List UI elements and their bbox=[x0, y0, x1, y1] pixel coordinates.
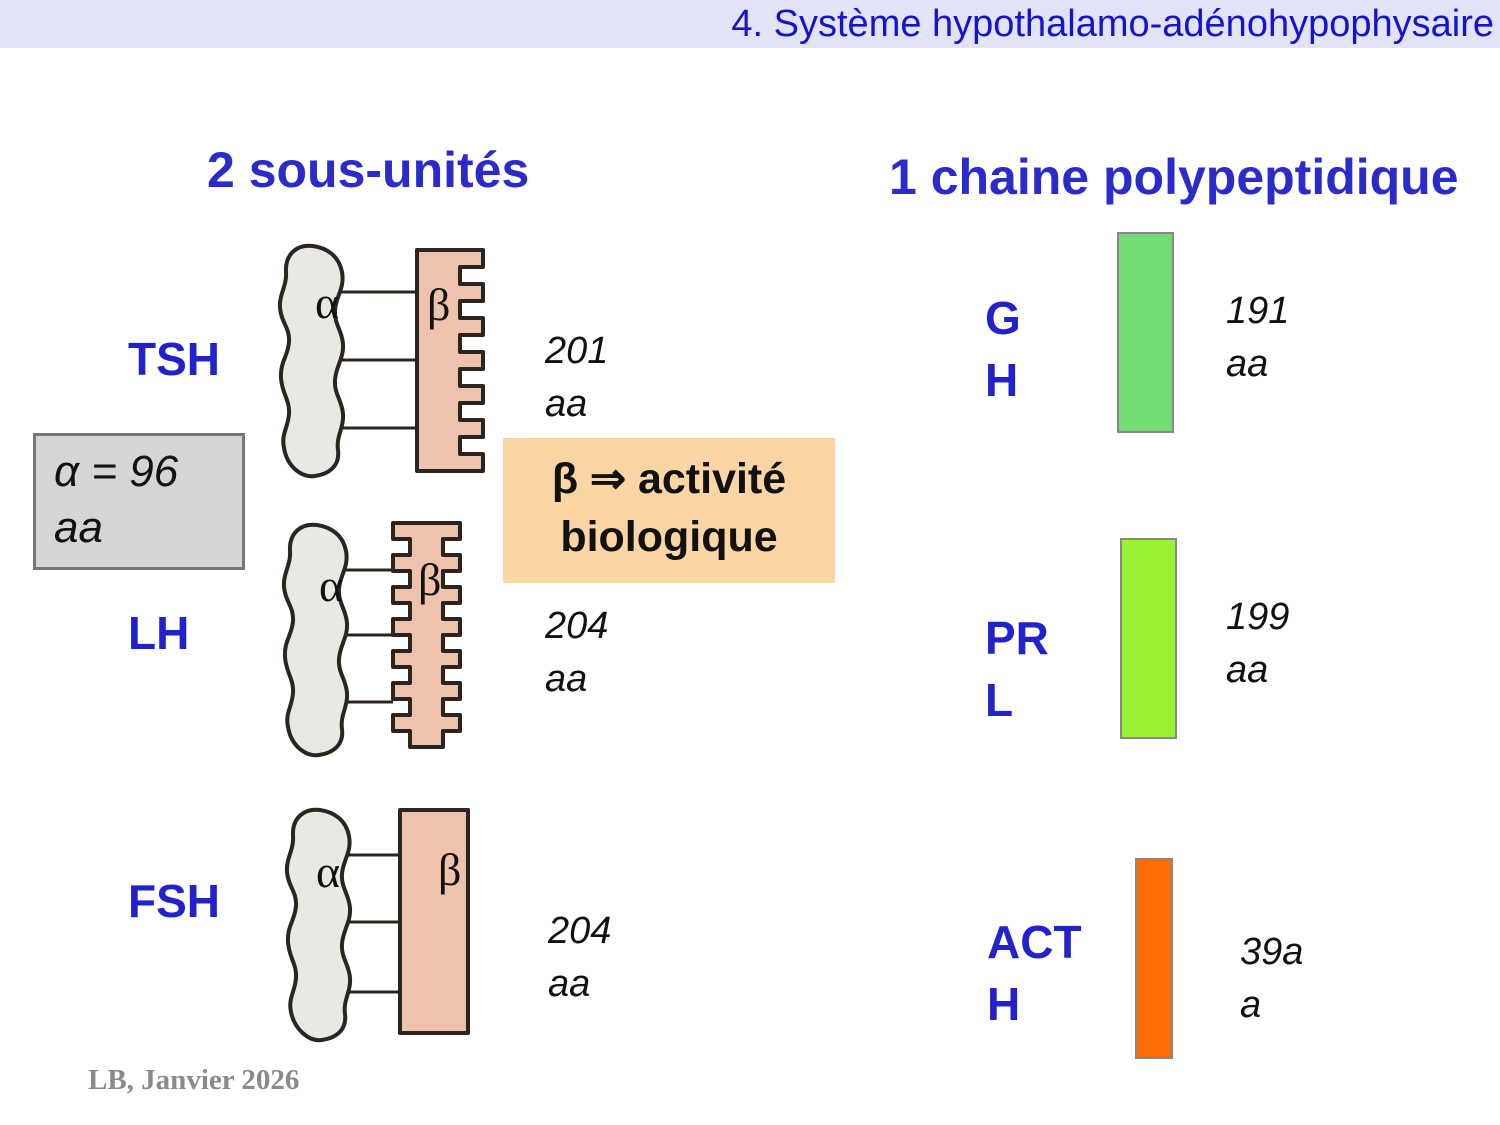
left-column-title: 2 sous-unités bbox=[207, 142, 530, 198]
hormone-label-fsh: FSH bbox=[128, 875, 220, 927]
beta-subunit-shape bbox=[398, 808, 470, 1035]
prl-chain-bar bbox=[1120, 538, 1177, 739]
right-column-title: 1 chaine polypeptidique bbox=[889, 149, 1459, 205]
alpha-letter: α bbox=[319, 560, 343, 611]
beta-subunit-shape bbox=[415, 248, 485, 473]
hormone-label-acth: ACT H bbox=[987, 916, 1082, 1030]
header-bar: 4. Système hypothalamo-adénohypophysaire bbox=[0, 0, 1500, 48]
beta-letter: β bbox=[438, 844, 461, 895]
lh-subunit-diagram: α β bbox=[281, 521, 462, 758]
alpha-size-box: α = 96 aa bbox=[33, 433, 245, 570]
prl-aa-count: 199 aa bbox=[1226, 596, 1290, 691]
fsh-aa-count: 204 aa bbox=[548, 910, 612, 1005]
beta-letter: β bbox=[427, 279, 450, 330]
tsh-subunit-diagram: α β bbox=[277, 243, 485, 479]
fsh-subunit-diagram: α β bbox=[284, 807, 470, 1043]
acth-chain-bar bbox=[1135, 858, 1173, 1059]
beta-activity-box: β ⇒ activité biologique bbox=[503, 438, 835, 583]
acth-aa-count: 39a a bbox=[1240, 931, 1304, 1026]
alpha-subunit-shape bbox=[277, 243, 346, 479]
alpha-subunit-shape bbox=[284, 807, 353, 1043]
gh-chain-bar bbox=[1117, 232, 1174, 433]
lh-aa-count: 204 aa bbox=[545, 605, 609, 700]
footer-credit: LB, Janvier 2026 bbox=[88, 1064, 300, 1096]
hormone-label-gh: G H bbox=[985, 292, 1021, 406]
hormone-label-prl: PR L bbox=[985, 612, 1049, 726]
alpha-letter: α bbox=[315, 277, 339, 328]
beta-letter: β bbox=[418, 554, 441, 605]
hormone-label-lh: LH bbox=[128, 607, 190, 659]
gh-aa-count: 191 aa bbox=[1226, 290, 1290, 385]
tsh-aa-count: 201 aa bbox=[545, 330, 609, 425]
alpha-letter: α bbox=[316, 846, 340, 897]
slide-section-title: 4. Système hypothalamo-adénohypophysaire bbox=[731, 3, 1494, 45]
beta-subunit-shape bbox=[391, 521, 462, 749]
hormone-label-tsh: TSH bbox=[128, 333, 220, 385]
alpha-subunit-shape bbox=[281, 522, 350, 758]
